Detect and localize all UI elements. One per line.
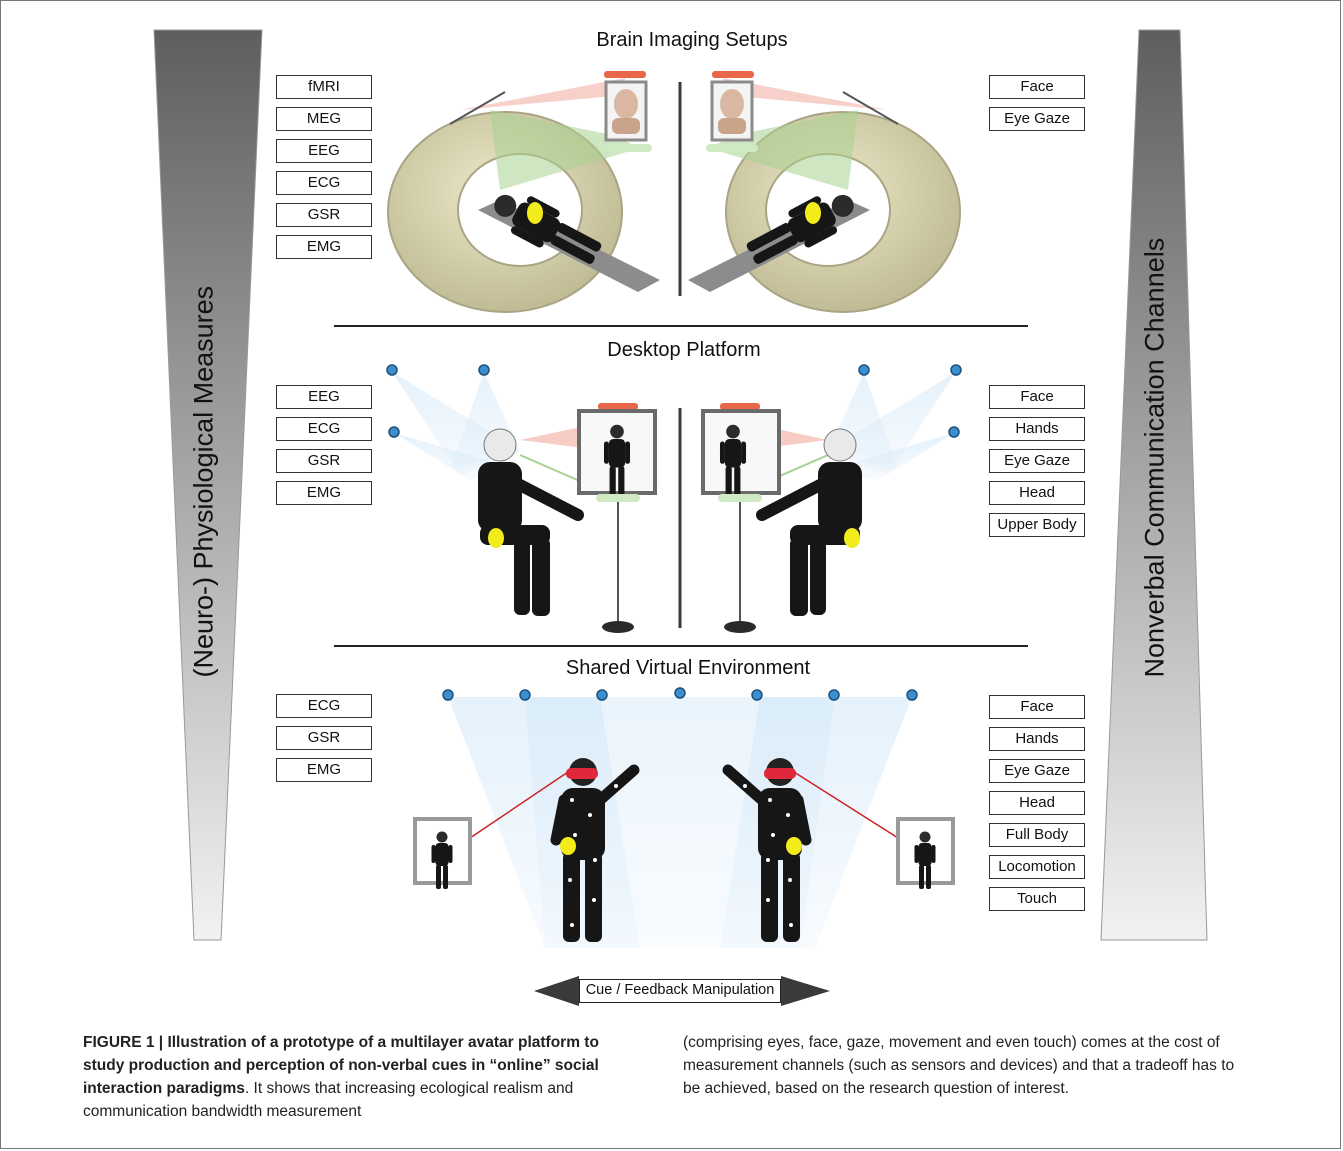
shared-right-label: Full Body [989,823,1085,847]
shared-left-label: EMG [276,758,372,782]
shared-right-label: Head [989,791,1085,815]
section-title-desktop: Desktop Platform [607,339,761,361]
desktop-right-label: Hands [989,417,1085,441]
shared-right-label: Hands [989,727,1085,751]
brain-left-label: GSR [276,203,372,227]
brain-left-label: fMRI [276,75,372,99]
desktop-left-label: EEG [276,385,372,409]
desktop-left-label: ECG [276,417,372,441]
shared-right-label: Eye Gaze [989,759,1085,783]
brain-left-label: EEG [276,139,372,163]
desktop-monitor-left [577,403,657,633]
desktop-left-label: GSR [276,449,372,473]
desktop-right-label: Face [989,385,1085,409]
brain-left-label: ECG [276,171,372,195]
vr-view-left [413,817,472,889]
shared-left-label: GSR [276,726,372,750]
desktop-monitor-right [701,403,781,633]
caption-bold-title: Illustration of a prototype of a multila… [83,1034,599,1097]
desktop-left-label: EMG [276,481,372,505]
section-title-brain: Brain Imaging Setups [596,29,788,51]
mocap-person-right [722,758,812,942]
face-monitor-right [706,71,758,152]
shared-cameras [442,687,918,701]
shared-right-label: Touch [989,887,1085,911]
seated-person-left [478,428,584,616]
brain-right-label: Eye Gaze [989,107,1085,131]
figure-illustration [153,29,1208,1006]
desktop-right-label: Head [989,481,1085,505]
brain-right-label: Face [989,75,1085,99]
left-wedge-label: (Neuro-) Physiological Measures [188,285,219,678]
desktop-right-label: Eye Gaze [989,449,1085,473]
caption-left-column: FIGURE 1 | Illustration of a prototype o… [83,1031,643,1123]
caption-left-text: . It shows that increasing ecological re… [83,1080,574,1120]
desktop-right-label: Upper Body [989,513,1085,537]
double-arrow-icon [534,976,830,1006]
brain-left-label: EMG [276,235,372,259]
section-title-shared: Shared Virtual Environment [565,657,811,679]
vr-view-right [896,817,955,889]
desktop-cameras [386,364,962,438]
brain-left-label: MEG [276,107,372,131]
left-wedge [153,29,263,941]
caption-right-column: (comprising eyes, face, gaze, movement a… [683,1034,1235,1097]
seated-person-right [756,428,862,616]
shared-right-label: Locomotion [989,855,1085,879]
right-wedge-label: Nonverbal Communication Channels [1139,237,1170,678]
mocap-person-left [550,758,640,942]
caption-figure-label: FIGURE 1 | [83,1034,168,1051]
cue-feedback-label: Cue / Feedback Manipulation [579,979,781,1003]
shared-left-label: ECG [276,694,372,718]
face-monitor-left [600,71,652,152]
shared-right-label: Face [989,695,1085,719]
right-wedge [1100,29,1208,941]
